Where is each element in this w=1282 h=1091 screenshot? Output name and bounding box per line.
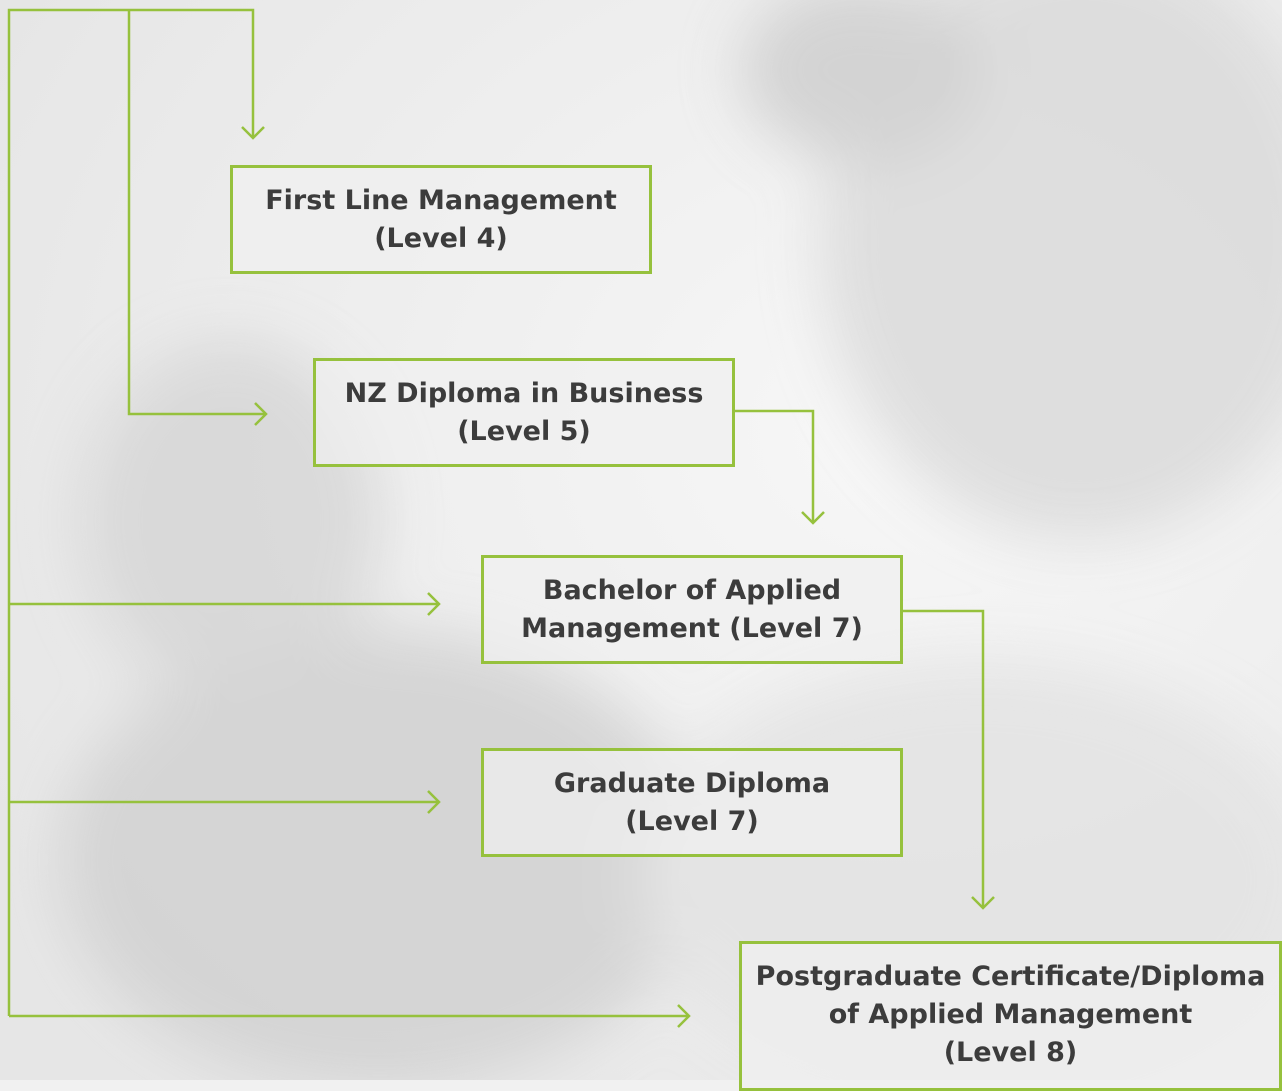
arrowhead: [241, 126, 265, 140]
node-title: Bachelor of Applied: [542, 574, 842, 606]
node-level: (Level 7): [625, 805, 759, 837]
node-first-line-management: First Line Management (Level 4): [230, 165, 652, 274]
bachelor-to-postgrad-line: [902, 609, 985, 908]
node-postgraduate-certificate-diploma: Postgraduate Certificate/Diploma of Appl…: [739, 941, 1282, 1091]
node-title: Postgraduate Certificate/Diploma: [755, 961, 1266, 992]
arrowhead: [427, 592, 441, 616]
spine-line: [7, 8, 255, 1016]
node-level: Management (Level 7): [521, 612, 863, 644]
node-title: NZ Diploma in Business: [344, 377, 704, 409]
node-title: Graduate Diploma: [553, 767, 831, 799]
node-level: (Level 8): [943, 1037, 1078, 1068]
arrowhead: [254, 402, 268, 426]
node-subtitle: of Applied Management: [828, 999, 1193, 1030]
node-level: (Level 5): [457, 415, 591, 447]
node-bachelor-applied-management: Bachelor of Applied Management (Level 7): [481, 555, 903, 664]
arrowhead: [677, 1004, 691, 1028]
arrowhead: [801, 511, 825, 525]
node-title: First Line Management: [265, 184, 617, 216]
node-level: (Level 4): [374, 222, 508, 254]
secondary-line: [127, 10, 266, 416]
arrowhead: [971, 896, 995, 910]
node-nz-diploma-business: NZ Diploma in Business (Level 5): [313, 358, 735, 467]
arrowhead: [427, 790, 441, 814]
node-graduate-diploma: Graduate Diploma (Level 7): [481, 748, 903, 857]
nz-to-bachelor-line: [734, 409, 815, 523]
